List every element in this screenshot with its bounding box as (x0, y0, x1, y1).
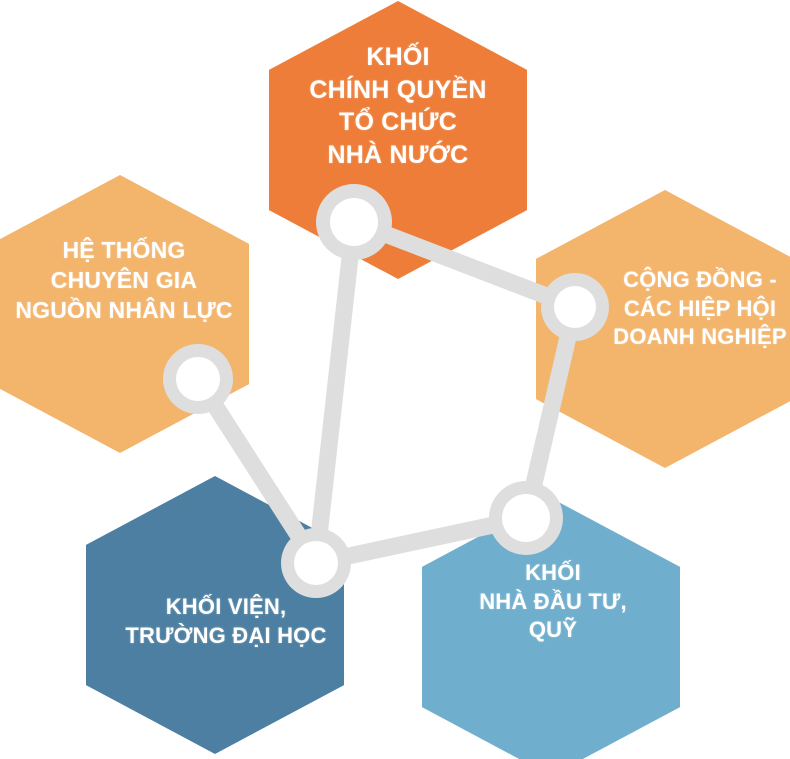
universities-node-center (294, 541, 338, 585)
community-node[interactable] (541, 273, 609, 341)
connector-layer (207, 226, 577, 565)
edge-government-universities (310, 254, 359, 534)
community-node-center (554, 286, 596, 328)
government-node-center (330, 198, 378, 246)
experts-node-center (176, 357, 220, 401)
hexagon-investors[interactable] (422, 498, 680, 759)
hexagon-community[interactable] (536, 190, 790, 468)
edge-universities-investors (344, 516, 496, 565)
investors-node[interactable] (489, 481, 563, 555)
hexagon-universities[interactable] (86, 476, 344, 754)
edge-experts-universities (207, 400, 307, 542)
edge-community-investors (525, 334, 577, 488)
government-node[interactable] (316, 184, 392, 260)
investors-node-center (502, 494, 550, 542)
edge-government-community (382, 226, 551, 305)
universities-node[interactable] (281, 528, 351, 598)
experts-node[interactable] (163, 344, 233, 414)
node-layer (163, 184, 609, 598)
